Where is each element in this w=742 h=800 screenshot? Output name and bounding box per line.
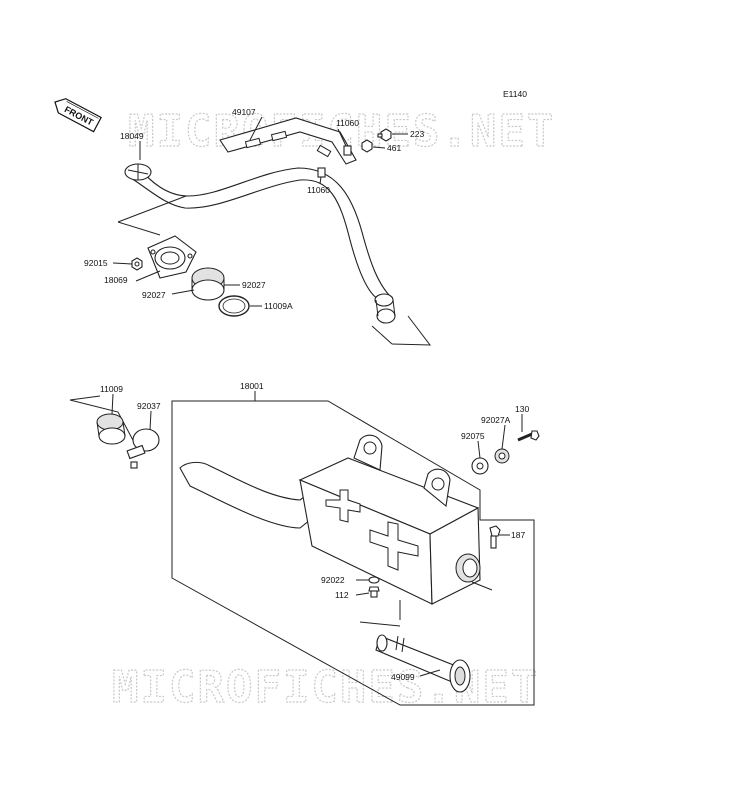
label-187: 187 xyxy=(511,530,525,540)
nut-461 xyxy=(361,139,373,153)
head-pipe xyxy=(124,163,396,324)
washer-92027A xyxy=(494,448,510,464)
label-223: 223 xyxy=(410,129,424,139)
label-18049: 18049 xyxy=(120,131,144,141)
label-49099: 49099 xyxy=(391,672,415,682)
label-92037: 92037 xyxy=(137,401,161,411)
label-92027-right: 92027 xyxy=(242,280,266,290)
washer-92022 xyxy=(368,576,380,584)
bolt-223 xyxy=(377,128,392,142)
label-92015: 92015 xyxy=(84,258,108,268)
label-11009: 11009 xyxy=(100,384,123,394)
label-18001: 18001 xyxy=(240,381,264,391)
bolt-187 xyxy=(489,525,501,549)
gasket-11009A xyxy=(218,295,250,317)
nut-92015 xyxy=(131,257,143,271)
label-49107: 49107 xyxy=(232,107,256,117)
sleeve-11009 xyxy=(96,413,126,445)
clamp-92037 xyxy=(126,428,160,469)
flange-18069 xyxy=(147,235,197,279)
spark-arrestor-49099 xyxy=(375,634,471,693)
gasket-92027 xyxy=(191,267,225,301)
label-11060-a: 11060 xyxy=(336,118,359,128)
label-18069: 18069 xyxy=(104,275,128,285)
silencer-body xyxy=(179,434,481,605)
diagram-code: E1140 xyxy=(503,89,527,99)
label-92022: 92022 xyxy=(321,575,345,585)
clip-11060-b xyxy=(317,167,326,178)
washer-92075 xyxy=(471,457,489,475)
label-92027-left: 92027 xyxy=(142,290,166,300)
label-92075: 92075 xyxy=(461,431,485,441)
label-112: 112 xyxy=(335,590,349,600)
clip-11060-a xyxy=(343,145,352,156)
front-arrow-icon: FRONT xyxy=(54,98,102,133)
bolt-130 xyxy=(517,430,540,442)
label-130: 130 xyxy=(515,404,529,414)
bolt-112 xyxy=(368,586,380,598)
label-11060-b: 11060 xyxy=(307,185,330,195)
label-92027A: 92027A xyxy=(481,415,511,425)
bracket-49107 xyxy=(219,117,357,165)
label-461: 461 xyxy=(387,143,401,153)
label-11009A: 11009A xyxy=(264,301,293,311)
